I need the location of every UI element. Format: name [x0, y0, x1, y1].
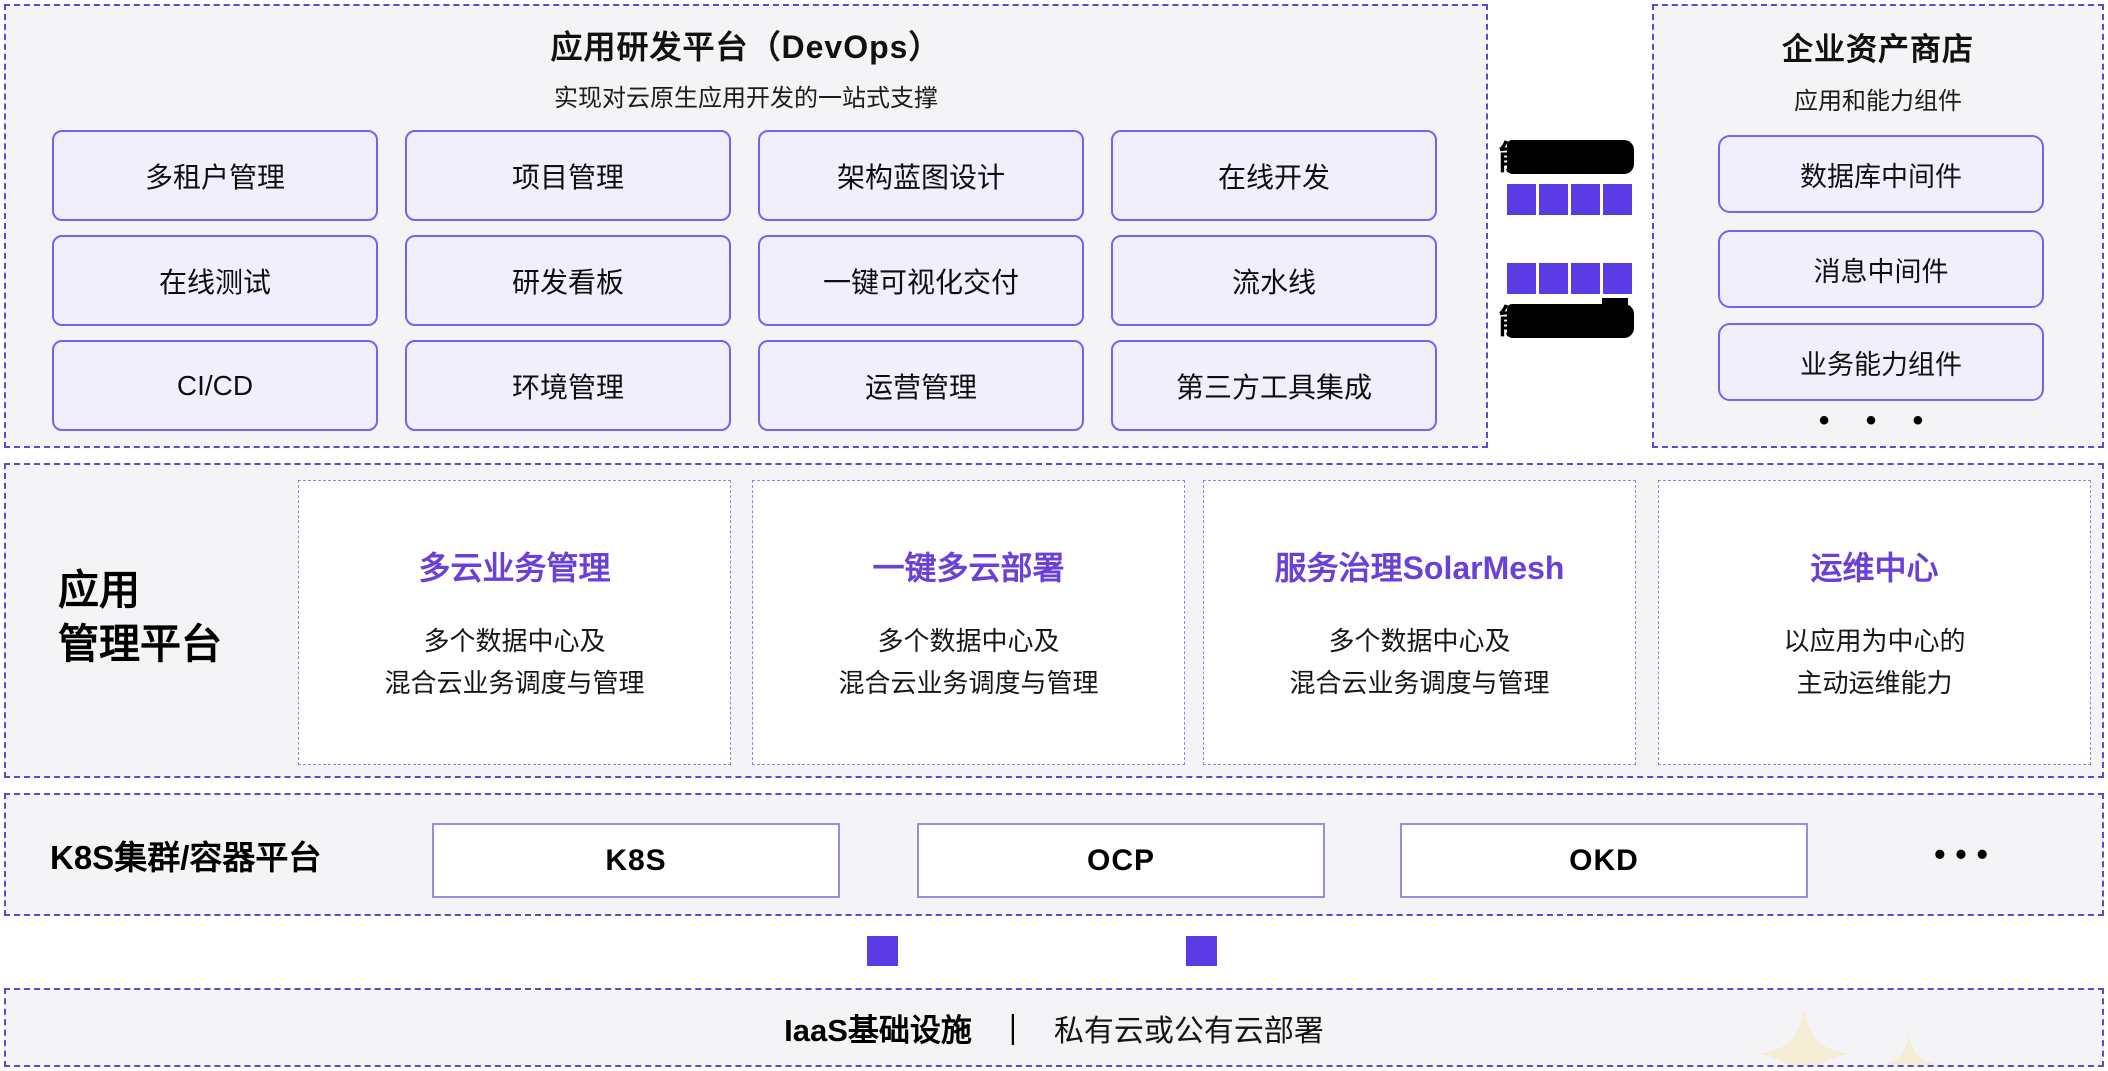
- capability-chip-pipeline: 流水线: [1111, 235, 1437, 326]
- card-ops-center: 运维中心 以应用为中心的 主动运维能力: [1658, 480, 2091, 765]
- connector-top-redacted-label: 能: [1498, 139, 1638, 176]
- devops-platform-section: 应用研发平台（DevOps） 实现对云原生应用开发的一站式支撑 多租户管理 项目…: [4, 4, 1488, 448]
- card-title: 运维中心: [1810, 550, 1939, 586]
- card-multicloud-business-mgmt: 多云业务管理 多个数据中心及 混合云业务调度与管理: [298, 480, 731, 765]
- card-body-line2: 混合云业务调度与管理: [1289, 667, 1550, 698]
- iaas-section: IaaS基础设施 ｜ 私有云或公有云部署: [4, 988, 2104, 1067]
- connector-top-squares: [1507, 184, 1632, 215]
- capability-chip-online-test: 在线测试: [52, 235, 378, 326]
- card-title: 一键多云部署: [872, 550, 1065, 586]
- card-title: 多云业务管理: [418, 550, 611, 586]
- capability-chip-cicd: CI/CD: [52, 340, 378, 431]
- card-body-line2: 主动运维能力: [1796, 667, 1953, 698]
- capability-chip-blueprint-design: 架构蓝图设计: [758, 130, 1084, 221]
- capability-chip-visual-delivery: 一键可视化交付: [758, 235, 1084, 326]
- arrow-square: [1539, 263, 1568, 294]
- card-body: 以应用为中心的 主动运维能力: [1659, 621, 2090, 704]
- app-management-label-line1: 应用: [58, 567, 140, 613]
- arrow-square: [1507, 184, 1536, 215]
- capability-chip-project-mgmt: 项目管理: [405, 130, 731, 221]
- more-items-ellipsis: • • •: [1818, 404, 1938, 437]
- card-body: 多个数据中心及 混合云业务调度与管理: [299, 621, 730, 704]
- devops-capability-grid: 多租户管理 项目管理 架构蓝图设计 在线开发 在线测试 研发看板 一键可视化交付…: [52, 130, 1437, 431]
- card-title: 服务治理SolarMesh: [1274, 550, 1565, 586]
- card-body-line1: 多个数据中心及: [877, 626, 1060, 656]
- card-body-line1: 多个数据中心及: [1328, 626, 1511, 656]
- connector-square: [1186, 936, 1217, 966]
- iaas-label-text: 私有云或公有云部署: [1053, 1014, 1324, 1048]
- devops-section-subtitle: 实现对云原生应用开发的一站式支撑: [554, 85, 938, 112]
- card-body-line2: 混合云业务调度与管理: [384, 667, 645, 698]
- card-body: 多个数据中心及 混合云业务调度与管理: [1204, 621, 1635, 704]
- connector-bottom-redacted-label: 能: [1498, 298, 1638, 340]
- capability-chip-env-mgmt: 环境管理: [405, 340, 731, 431]
- sparkle-decoration-large: [1758, 1008, 1850, 1065]
- redaction-bar: [1507, 304, 1634, 338]
- arrow-square: [1603, 263, 1632, 294]
- arrow-square: [1539, 184, 1568, 215]
- capability-chip-online-dev: 在线开发: [1111, 130, 1437, 221]
- card-body-line2: 混合云业务调度与管理: [838, 667, 1099, 698]
- app-management-label-line2: 管理平台: [58, 621, 222, 668]
- k8s-section-label: K8S集群/容器平台: [50, 838, 322, 876]
- card-oneclick-multicloud-deploy: 一键多云部署 多个数据中心及 混合云业务调度与管理: [752, 480, 1185, 765]
- connector-square: [867, 936, 898, 966]
- card-service-governance-solarmesh: 服务治理SolarMesh 多个数据中心及 混合云业务调度与管理: [1203, 480, 1636, 765]
- k8s-box: K8S: [432, 823, 840, 898]
- card-body-line1: 多个数据中心及: [423, 626, 606, 656]
- app-management-label: 应用 管理平台: [58, 563, 222, 671]
- iaas-label-bold: IaaS基础设施: [784, 1013, 972, 1048]
- sparkle-decoration-small: [1878, 1034, 1940, 1065]
- asset-store-subtitle: 应用和能力组件: [1794, 88, 1962, 115]
- k8s-cluster-section: K8S集群/容器平台 K8S OCP OKD •••: [4, 793, 2104, 916]
- card-body: 多个数据中心及 混合云业务调度与管理: [753, 621, 1184, 704]
- asset-store-section: 企业资产商店 应用和能力组件 数据库中间件 消息中间件 业务能力组件 • • •: [1652, 4, 2104, 448]
- ocp-box: OCP: [917, 823, 1325, 898]
- arrow-square: [1603, 184, 1632, 215]
- redaction-bar-nub: [1602, 298, 1628, 308]
- store-item-business-capability: 业务能力组件: [1718, 323, 2044, 401]
- iaas-label-row: IaaS基础设施 ｜ 私有云或公有云部署: [6, 990, 2102, 1065]
- arrow-square: [1507, 263, 1536, 294]
- redaction-bar: [1507, 140, 1634, 174]
- store-item-database-middleware: 数据库中间件: [1718, 135, 2044, 213]
- capability-chip-ops-mgmt: 运营管理: [758, 340, 1084, 431]
- capability-chip-multitenant: 多租户管理: [52, 130, 378, 221]
- okd-box: OKD: [1400, 823, 1808, 898]
- capability-chip-dev-kanban: 研发看板: [405, 235, 731, 326]
- arrow-square: [1571, 263, 1600, 294]
- iaas-divider: ｜: [997, 1014, 1028, 1048]
- more-platforms-ellipsis: •••: [1934, 836, 1998, 872]
- devops-section-title: 应用研发平台（DevOps）: [550, 29, 942, 65]
- arrow-square: [1571, 184, 1600, 215]
- connector-bottom-squares: [1507, 263, 1632, 294]
- asset-store-title: 企业资产商店: [1782, 32, 1974, 67]
- store-item-message-middleware: 消息中间件: [1718, 230, 2044, 308]
- capability-chip-3rd-party-tools: 第三方工具集成: [1111, 340, 1437, 431]
- card-body-line1: 以应用为中心的: [1783, 626, 1966, 656]
- app-management-section: 应用 管理平台 多云业务管理 多个数据中心及 混合云业务调度与管理 一键多云部署…: [4, 463, 2104, 778]
